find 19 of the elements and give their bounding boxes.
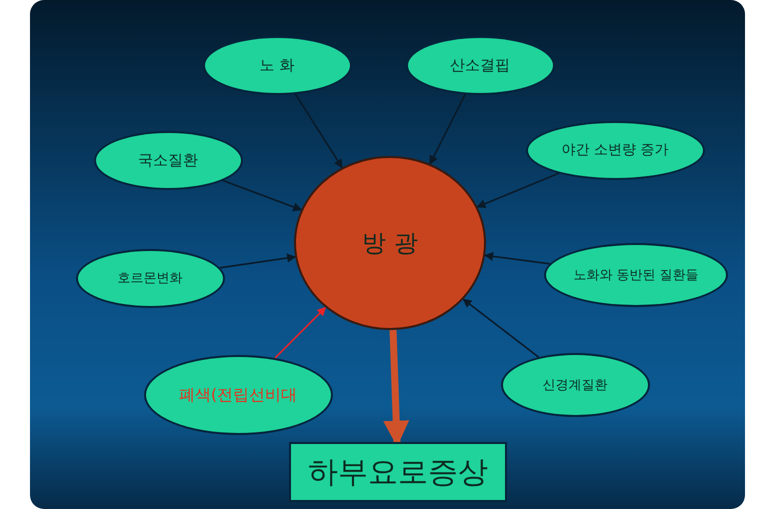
arrow [294,93,343,168]
node-label: 호르몬변화 [118,270,182,287]
node-label: 하부요로증상 [308,454,488,492]
arrow [274,306,326,359]
arrow [222,180,302,212]
node-label: 방 광 [362,228,418,259]
node-label: 국소질환 [138,150,198,170]
node-label: 노화와 동반된 질환들 [573,267,699,284]
node-label: 노 화 [260,56,294,74]
node-label: 산소결핍 [450,56,510,74]
node-label: 신경계질환 [542,377,608,394]
arrow [484,252,550,265]
arrow [476,172,560,208]
result-box [291,444,505,500]
arrow [220,254,296,269]
arrow [429,94,466,165]
node-label: 야간 소변량 증가 [562,141,668,159]
arrow [462,298,540,358]
node-label: 폐색(전립선비대 [178,384,298,406]
